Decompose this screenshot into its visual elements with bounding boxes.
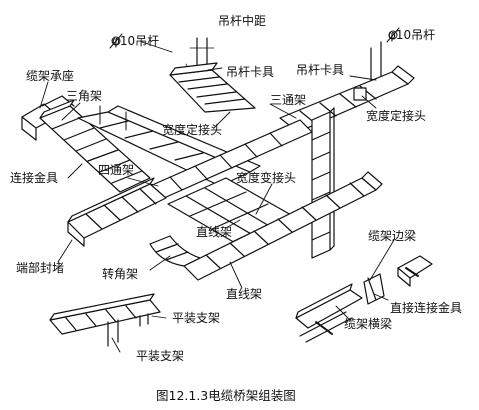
label-tee-frame: 三通架 <box>270 93 307 107</box>
label-width-fixed-joint-right: 宽度定接头 <box>366 109 427 123</box>
right-straight-tray <box>183 171 383 281</box>
figure-caption: 图12.1.3电缆桥架组装图 <box>156 388 296 403</box>
connector-detail <box>295 255 433 343</box>
label-rod-right: φ10吊杆 <box>388 28 436 42</box>
label-direct-connecting-fittings: 直接连接金具 <box>390 301 463 315</box>
label-straight-frame-1: 直线架 <box>196 225 233 239</box>
label-rod-left: φ10吊杆 <box>112 34 160 48</box>
lower-left-straight-tray <box>67 177 167 247</box>
leader-lines <box>39 41 395 353</box>
label-width-reducer-joint: 宽度变接头 <box>236 171 297 185</box>
label-width-fixed-joint-left: 宽度定接头 <box>162 123 223 137</box>
upper-right-tray <box>279 65 415 133</box>
main-tray-left <box>39 99 151 193</box>
label-rod-clamp-left: 吊杆卡具 <box>226 65 275 79</box>
label-end-cap: 端部封堵 <box>16 261 65 275</box>
label-rod-spacing: 吊杆中距 <box>218 14 267 28</box>
label-flat-bracket-2: 平装支架 <box>136 349 185 363</box>
right-hanger-rods <box>370 27 400 83</box>
flat-bracket-assembly <box>49 293 167 347</box>
label-rod-clamp-right: 吊杆卡具 <box>296 63 345 77</box>
label-cable-support-base: 缆架承座 <box>26 69 75 83</box>
label-cross-frame: 四通架 <box>98 163 135 177</box>
vertical-drop-ladder <box>311 107 335 259</box>
label-corner-frame: 转角架 <box>102 267 139 281</box>
label-straight-frame-2: 直线架 <box>226 287 263 301</box>
label-flat-bracket-1: 平装支架 <box>172 311 221 325</box>
label-triangle-frame: 三角架 <box>66 89 103 103</box>
upper-straight-tray <box>169 62 256 113</box>
label-rack-cross-beam: 缆架横梁 <box>344 317 393 331</box>
label-connecting-fittings: 连接金具 <box>10 171 59 185</box>
label-rack-edge-beam: 缆架边梁 <box>368 229 417 243</box>
